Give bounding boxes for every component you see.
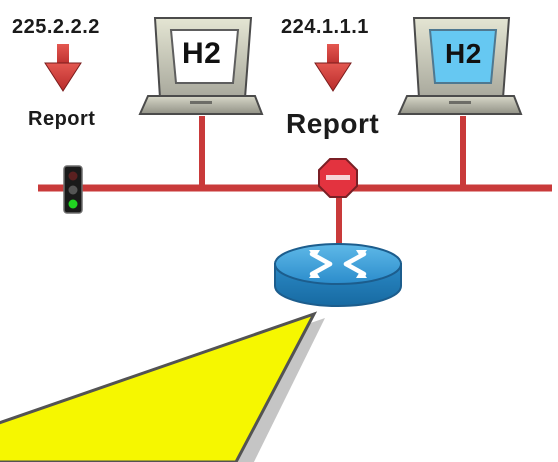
left-screen <box>169 29 240 84</box>
right-screen <box>428 29 498 84</box>
right-group-address: 224.1.1.1 <box>281 16 369 38</box>
right-screen-label: H2 <box>445 38 482 69</box>
right-report-arrow <box>314 44 352 92</box>
computer-icon <box>138 17 264 115</box>
left-report-label: Report <box>28 108 96 130</box>
stop-sign-icon <box>318 158 358 198</box>
traffic-light-icon <box>63 165 83 214</box>
router-icon <box>274 243 402 307</box>
left-group-address: 225.2.2.2 <box>12 16 100 38</box>
computer-icon <box>397 17 523 115</box>
left-screen-label: H2 <box>182 37 222 70</box>
right-report-label: Report <box>286 108 380 139</box>
left-report-arrow <box>44 44 82 92</box>
callout-shape <box>0 311 318 462</box>
